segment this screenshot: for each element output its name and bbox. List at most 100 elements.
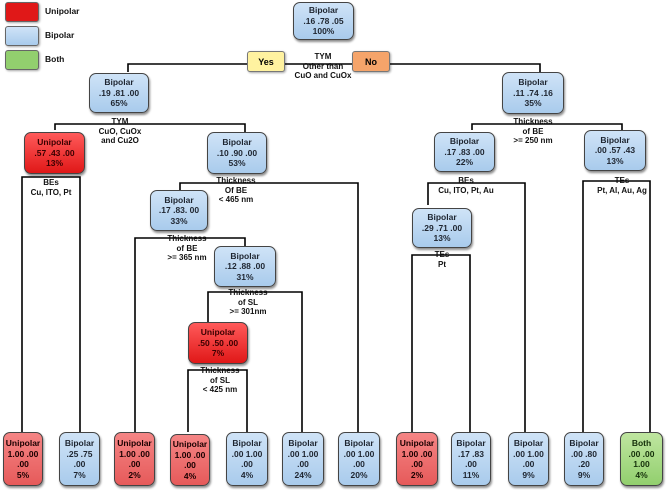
node-share: 7% — [211, 348, 225, 359]
node-LR: Bipolar .10 .90 .00 53% — [207, 132, 267, 174]
split-label-RL: BEs Cu, ITO, Pt, Au — [428, 176, 504, 195]
split-text: Thickness — [167, 234, 207, 243]
node-LRLR: Bipolar .12 .88 .00 31% — [214, 246, 276, 287]
node-class: Bipolar — [449, 136, 480, 147]
leaf-probs: 1.00 .00 — [174, 449, 206, 460]
split-text: Thickness — [228, 288, 268, 297]
leaf-probs: .00 1.00 — [343, 448, 375, 459]
leaf-probs: 1.00 .00 — [7, 448, 39, 459]
node-class: Unipolar — [37, 137, 72, 148]
leaf-probs: .25 .75 — [66, 448, 93, 459]
node-class: Bipolar — [222, 137, 252, 148]
node-share: 100% — [312, 26, 335, 37]
split-label-L: TYM CuO, CuOx and Cu2O — [92, 117, 148, 146]
split-text: Other than — [302, 61, 344, 71]
split-text: Cu, ITO, Pt — [30, 187, 72, 197]
split-text: Pt — [438, 259, 446, 269]
leaf-node: Bipolar .25 .75 .00 7% — [59, 432, 100, 486]
split-text: >= 250 nm — [513, 136, 553, 145]
leaf-probs: .00 — [465, 459, 477, 469]
leaf-probs: .00 1.00 — [231, 448, 263, 459]
split-text: of BE — [176, 243, 198, 253]
leaf-class: Bipolar — [64, 438, 95, 448]
legend-swatch-both — [5, 50, 39, 70]
leaf-class: Both — [631, 438, 652, 448]
leaf-probs: .00 .00 — [628, 448, 655, 459]
leaf-class: Unipolar — [399, 438, 435, 448]
leaf-probs: .17 .83 — [458, 448, 484, 459]
leaf-node: Both .00 .00 1.00 4% — [620, 432, 663, 486]
node-probs: .12 .88 .00 — [224, 261, 266, 272]
no-answer-box: No — [352, 51, 390, 72]
leaf-probs: .00 — [73, 459, 86, 469]
node-share: 13% — [606, 155, 624, 166]
node-class: Bipolar — [427, 212, 457, 223]
node-class: Unipolar — [200, 327, 236, 338]
leaf-probs: .00 — [411, 459, 423, 469]
node-probs: .17 .83 .00 — [444, 146, 485, 157]
split-text: Thickness — [216, 176, 256, 185]
leaf-node: Bipolar .00 1.00 .00 4% — [226, 432, 268, 486]
node-share: 65% — [110, 98, 128, 109]
node-RR: Bipolar .00 .57 .43 13% — [584, 130, 646, 171]
legend-label-both: Both — [45, 54, 65, 64]
leaf-probs: .00 — [522, 459, 535, 469]
split-label-RR: TEs Pt, Al, Au, Ag — [584, 176, 660, 195]
leaf-share: 9% — [522, 469, 535, 480]
leaf-probs: 1.00 .00 — [119, 448, 150, 459]
split-text: Thickness — [200, 366, 240, 375]
leaf-class: Bipolar — [344, 438, 374, 448]
split-text: Of BE — [224, 185, 248, 195]
split-label-LL: BEs Cu, ITO, Pt — [20, 178, 82, 197]
node-share: 13% — [45, 158, 63, 169]
leaf-node: Unipolar 1.00 .00 .00 5% — [3, 432, 43, 486]
split-text: TYM — [314, 52, 332, 61]
split-text: Pt, Al, Au, Ag — [597, 185, 647, 195]
leaf-class: Bipolar — [232, 438, 262, 448]
leaf-probs: .00 .80 — [571, 448, 597, 459]
node-share: 53% — [228, 158, 246, 169]
node-LRLRL: Unipolar .50 .50 .00 7% — [188, 322, 248, 364]
leaf-share: 2% — [128, 469, 141, 480]
leaf-share: 5% — [16, 469, 30, 480]
leaf-share: 7% — [73, 469, 86, 480]
leaf-node: Bipolar .17 .83 .00 11% — [451, 432, 491, 486]
split-text: TEs — [434, 250, 450, 259]
node-probs: .00 .57 .43 — [594, 145, 636, 156]
leaf-share: 4% — [635, 469, 648, 480]
node-class: Bipolar — [230, 250, 260, 261]
node-share: 13% — [433, 233, 451, 244]
leaf-probs: 1.00 .00 — [401, 448, 433, 459]
node-class: Bipolar — [518, 77, 548, 88]
leaf-probs: .00 1.00 — [287, 448, 319, 459]
leaf-probs: .00 — [241, 459, 253, 469]
leaf-node: Bipolar .00 1.00 .00 9% — [508, 432, 549, 486]
leaf-class: Bipolar — [456, 438, 486, 448]
leaf-probs: .00 — [128, 459, 141, 469]
root-node: Bipolar .16 .78 .05 100% — [293, 2, 354, 40]
node-probs: .16 .78 .05 — [303, 15, 344, 26]
legend-swatch-bipolar — [5, 26, 39, 46]
leaf-class: Unipolar — [172, 439, 208, 449]
split-text: < 465 nm — [218, 195, 254, 204]
leaf-probs: .20 — [578, 459, 590, 469]
node-LL: Unipolar .57 .43 .00 13% — [24, 132, 85, 174]
split-text: of SL — [238, 297, 258, 307]
leaf-share: 2% — [410, 469, 424, 480]
leaf-class: Unipolar — [5, 438, 41, 448]
node-LRL: Bipolar .17 .83. 00 33% — [150, 190, 208, 231]
node-share: 33% — [170, 215, 188, 226]
split-text: and Cu2O — [101, 136, 139, 145]
leaf-share: 9% — [577, 469, 591, 480]
leaf-share: 4% — [183, 470, 197, 481]
split-text: Cu, ITO, Pt, Au — [438, 185, 494, 195]
leaf-class: Bipolar — [513, 438, 544, 448]
node-probs: .29 .71 .00 — [421, 222, 463, 233]
split-text: < 425 nm — [202, 385, 238, 394]
split-label-R: Thickness of BE >= 250 nm — [502, 117, 564, 146]
split-text: CuO and CuOx — [294, 71, 352, 80]
leaf-share: 24% — [294, 469, 312, 480]
leaf-share: 20% — [350, 469, 368, 480]
node-class: Bipolar — [164, 194, 194, 205]
split-label-LRLRL: Thickness of SL < 425 nm — [192, 366, 248, 395]
